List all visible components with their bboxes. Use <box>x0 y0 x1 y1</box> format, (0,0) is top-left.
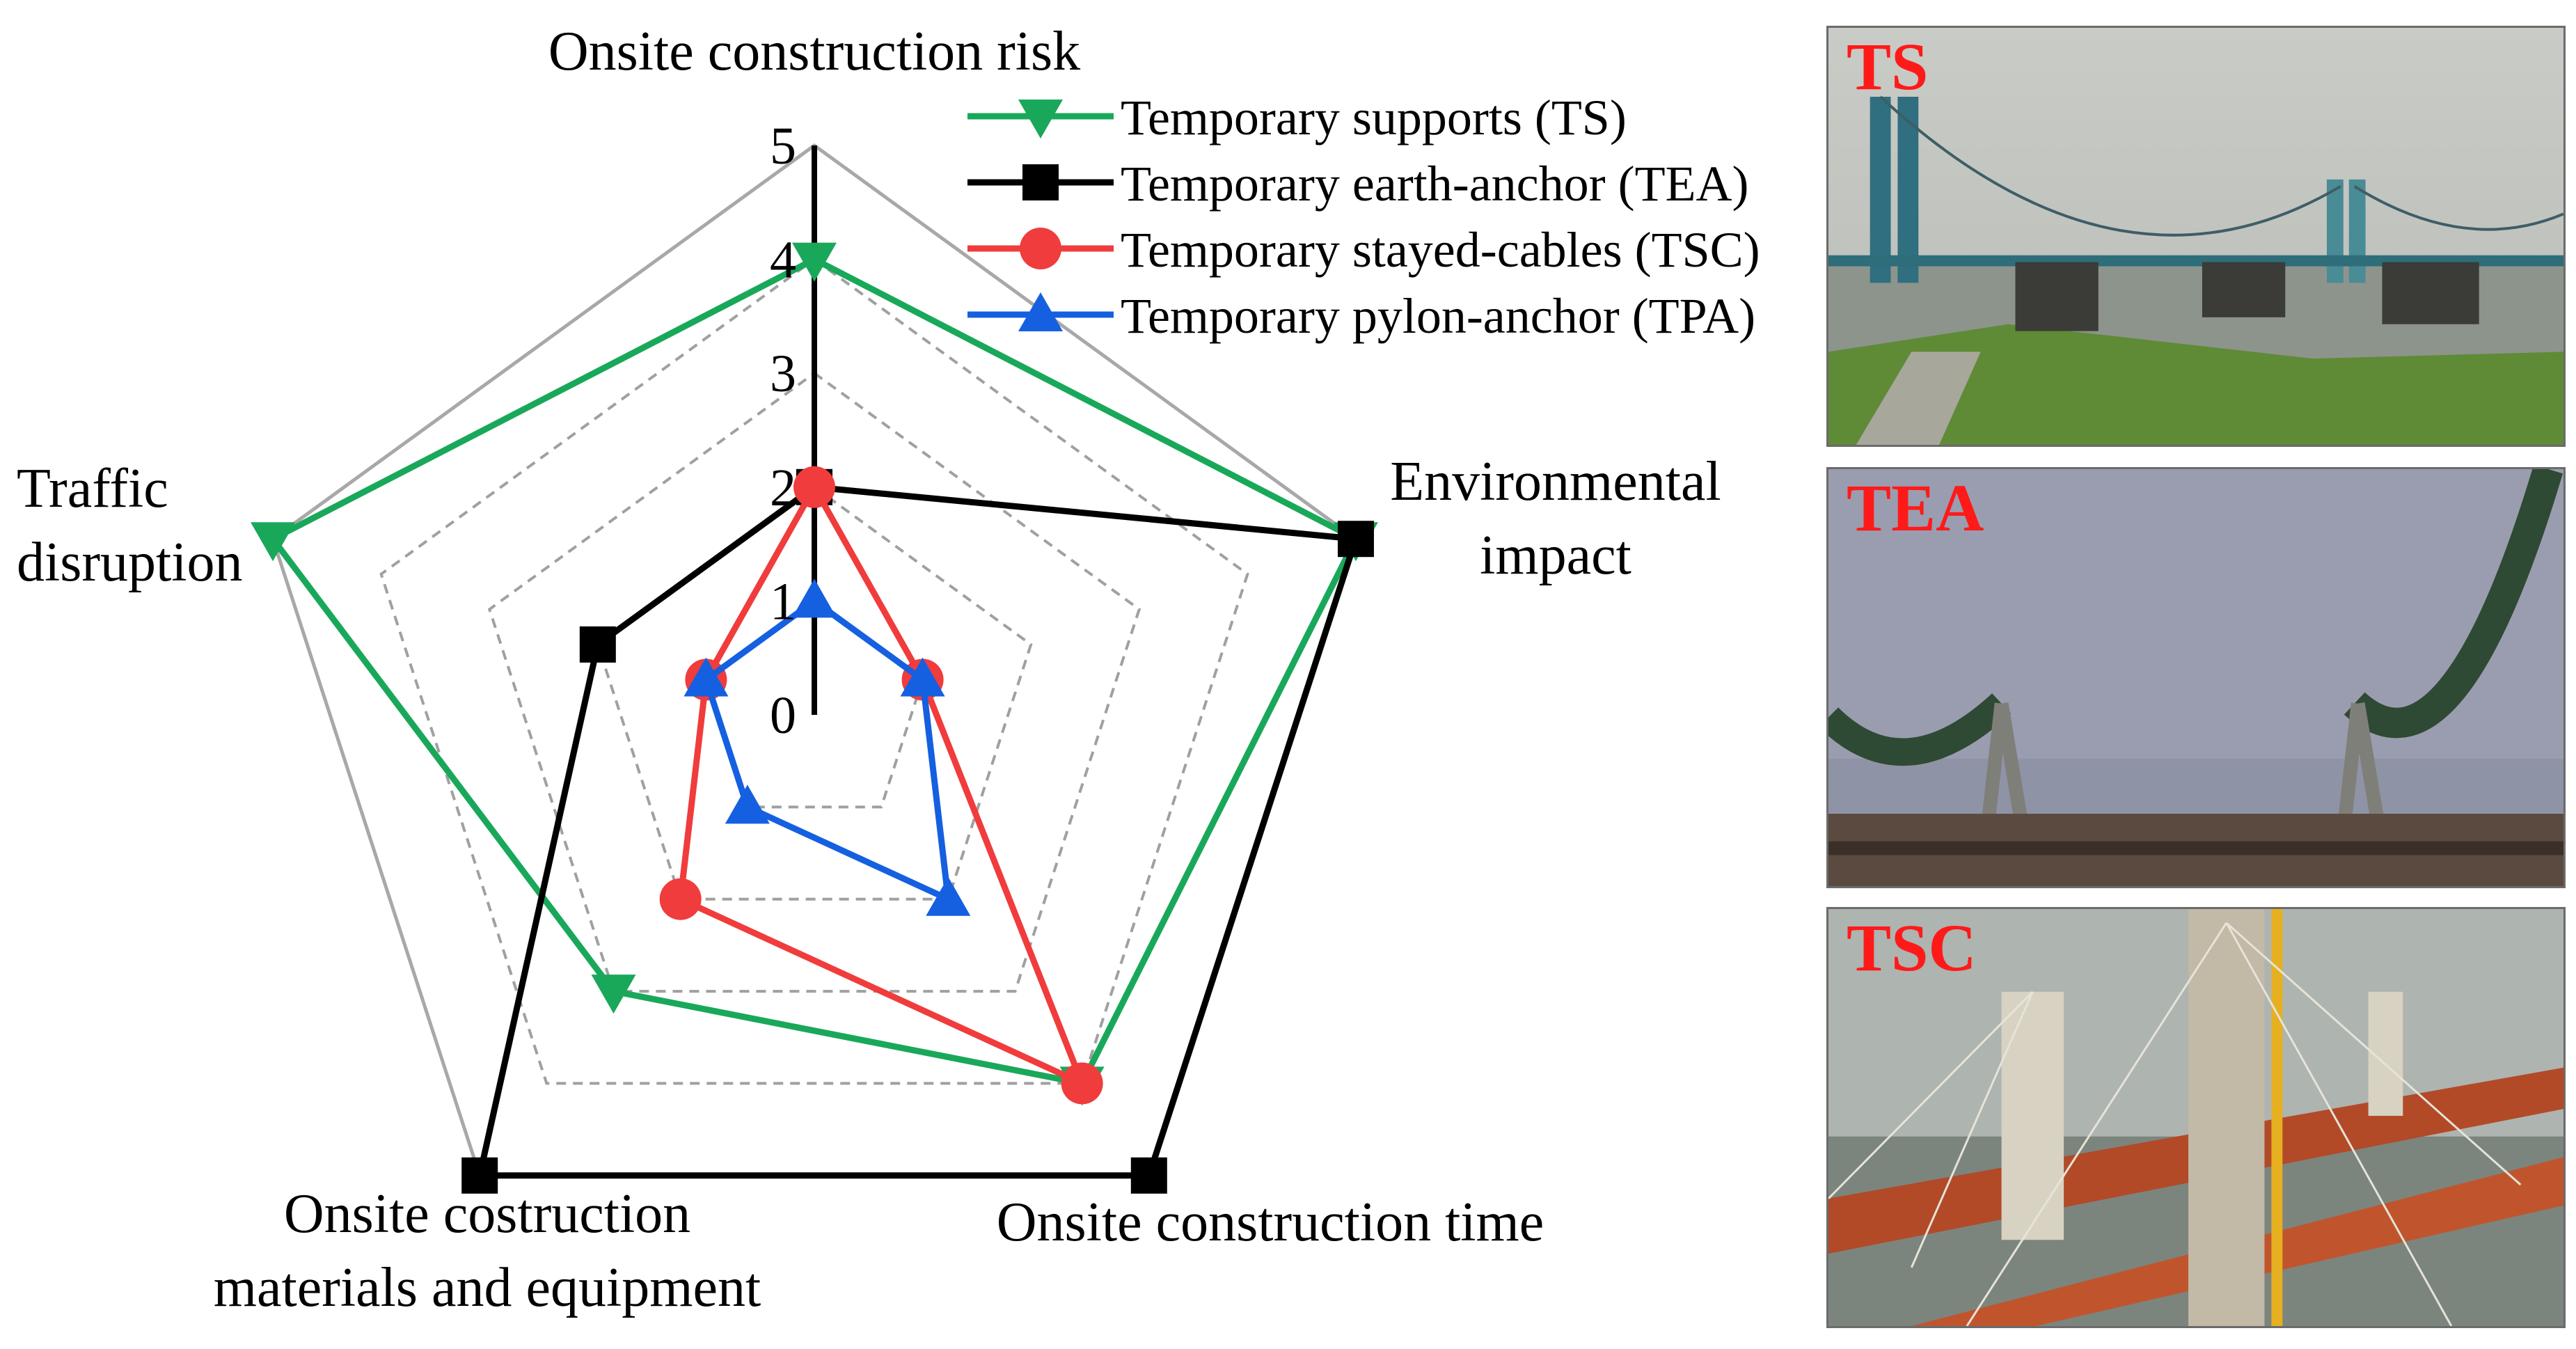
legend-item: Temporary supports (TS) <box>967 90 1627 145</box>
series-point <box>792 242 837 282</box>
series-point <box>251 522 296 562</box>
tick-label: 0 <box>770 686 796 745</box>
photo-panel-ts: TS <box>1826 26 2566 447</box>
legend-item: Temporary pylon-anchor (TPA) <box>967 288 1755 344</box>
photo-label-ts: TS <box>1847 29 1929 104</box>
photo-panel-tsc: TSC <box>1826 907 2566 1328</box>
series-point <box>683 657 729 697</box>
grid-ring-4 <box>379 258 1249 1085</box>
series-1 <box>461 468 1374 1194</box>
legend-item: Temporary earth-anchor (TEA) <box>967 156 1749 212</box>
photo-panel-tea: TEA <box>1826 467 2566 888</box>
photo-label-tea: TEA <box>1847 471 1984 545</box>
axis-label: impact <box>1480 525 1631 586</box>
series-point <box>579 626 616 663</box>
legend-marker <box>1020 228 1061 269</box>
series-3 <box>683 578 971 916</box>
legend-label: Temporary earth-anchor (TEA) <box>1121 156 1749 212</box>
series-point <box>461 1157 498 1194</box>
axis-label: Environmental <box>1390 451 1721 512</box>
tick-label: 2 <box>770 459 796 517</box>
legend-item: Temporary stayed-cables (TSC) <box>967 222 1760 278</box>
legend-label: Temporary pylon-anchor (TPA) <box>1121 288 1755 344</box>
chart-legend: Temporary supports (TS) Temporary earth-a… <box>967 90 1760 344</box>
axis-label: Traffic <box>17 458 168 519</box>
series-point <box>792 578 837 618</box>
legend-label: Temporary stayed-cables (TSC) <box>1121 222 1760 278</box>
axis-label: Onsite construction risk <box>548 21 1080 82</box>
series-2 <box>659 466 1103 1105</box>
axis-label: Onsite costruction <box>284 1183 690 1245</box>
tick-label: 5 <box>770 117 796 175</box>
legend-marker <box>1022 164 1059 200</box>
grid-ring-2 <box>596 485 1033 901</box>
axis-label: Onsite construction time <box>997 1192 1544 1253</box>
tick-label: 1 <box>770 572 796 631</box>
series-line <box>677 480 1088 1090</box>
series-point <box>926 876 971 916</box>
legend-marker <box>1018 100 1063 139</box>
series-line <box>702 597 952 905</box>
series-point <box>1061 1062 1103 1105</box>
series-point <box>1337 521 1374 558</box>
legend-label: Temporary supports (TS) <box>1121 90 1627 145</box>
suspension-bridge-photo <box>1828 28 2563 445</box>
series-line <box>475 484 1360 1179</box>
radar-series <box>251 242 1378 1194</box>
grid-ring-3 <box>487 371 1141 993</box>
cable-stayed-bridge-photo <box>1828 909 2563 1326</box>
arch-construction-photo <box>1828 469 2563 886</box>
series-point <box>725 784 770 824</box>
series-point <box>659 878 702 920</box>
tick-label: 4 <box>770 231 796 290</box>
radar-tick-labels: 0 1 2 3 4 5 <box>770 117 796 745</box>
photo-label-tsc: TSC <box>1847 910 1977 985</box>
tick-label: 3 <box>770 345 796 403</box>
series-point <box>1130 1157 1167 1194</box>
series-line <box>268 255 1360 1087</box>
axis-label: disruption <box>17 532 242 593</box>
series-point <box>793 466 835 508</box>
series-point <box>900 657 945 697</box>
axis-label: materials and equipment <box>214 1257 761 1318</box>
legend-marker <box>1018 292 1063 331</box>
series-point <box>591 975 636 1014</box>
